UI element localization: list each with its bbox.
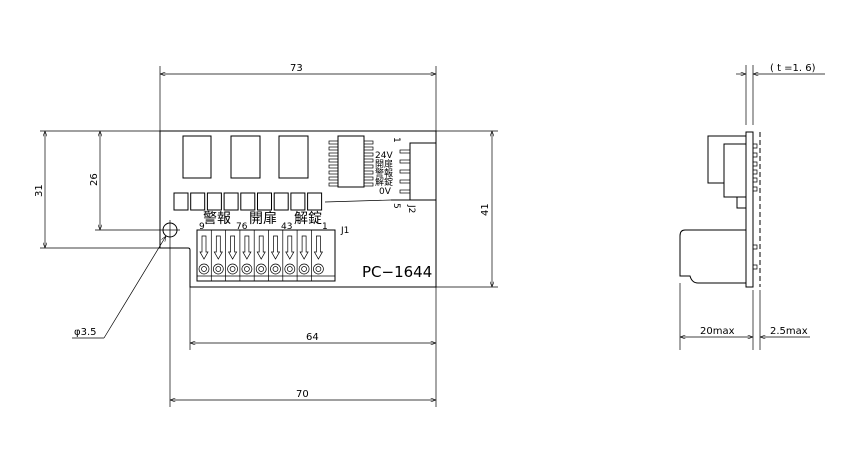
solder-pin (753, 152, 758, 158)
terminal-lever (199, 235, 209, 260)
solder-pin (753, 143, 758, 149)
connector-j2 (324, 142, 437, 203)
solder-pin (753, 161, 758, 167)
terminal-label-door-open: 開扉 (249, 211, 277, 227)
connector-pin-label: 解錠 (375, 176, 393, 188)
dimension-70: 70 (169, 240, 436, 407)
led-square (257, 192, 272, 211)
led-square (206, 192, 222, 211)
solder-pin (753, 169, 758, 175)
svg-text:20max: 20max (700, 326, 735, 337)
connector-pin-label: 開扉 (375, 158, 393, 170)
pin-5-label: 5 (391, 203, 401, 209)
terminal-number: 1 (322, 222, 328, 232)
led-square (273, 192, 289, 211)
terminal-screw (212, 263, 224, 275)
terminal-screw (313, 263, 324, 275)
terminal-lever (313, 235, 324, 260)
dimension-73: 73 (159, 63, 437, 131)
connector-pin-label: 24V (375, 151, 393, 161)
board-outline (159, 130, 437, 288)
relay (278, 135, 309, 179)
svg-text:64: 64 (306, 332, 319, 343)
led-square (223, 192, 239, 211)
terminal-lever (213, 235, 223, 260)
connector-housing (707, 135, 746, 184)
pin-1-label: 1 (391, 137, 401, 143)
connector-inner (723, 143, 747, 198)
terminal-number: 9 (199, 222, 205, 232)
svg-text:31: 31 (34, 184, 45, 197)
side-view: ( t =1. 6) 20max 2.5max (679, 63, 825, 350)
solder-pin (753, 177, 758, 183)
terminal-label-unlock: 解錠 (294, 211, 322, 227)
terminal-lever (299, 235, 309, 260)
j2-label: J2 (406, 204, 416, 213)
ic-chip (328, 135, 374, 188)
relay (230, 135, 261, 179)
terminal-lever (227, 235, 238, 260)
dimension-20max: 20max (679, 283, 761, 350)
connector-pin-label: 警報 (375, 167, 393, 179)
terminal-number: 76 (236, 222, 248, 232)
dimension-2.5max: 2.5max (760, 326, 810, 337)
led-square (173, 192, 189, 211)
connector-pin-label: 0V (379, 187, 392, 197)
terminal-screw (255, 263, 267, 275)
terminal-label-alarm: 警報 (203, 211, 231, 227)
svg-text:26: 26 (89, 173, 100, 186)
led-square (290, 192, 306, 211)
dimension-31: 31 (34, 130, 160, 249)
terminal-screw (241, 263, 253, 275)
svg-text:2.5max: 2.5max (770, 326, 808, 337)
svg-text:φ3.5: φ3.5 (74, 327, 97, 338)
j1-label: J1 (340, 226, 349, 236)
solder-pin (753, 244, 758, 250)
terminal-screw (270, 263, 281, 275)
dimension-41: 41 (436, 130, 498, 288)
led-square (307, 192, 323, 211)
svg-text:70: 70 (296, 389, 309, 400)
terminal-lever (242, 235, 252, 260)
dimension-26: 26 (89, 130, 160, 231)
relay-side (679, 229, 746, 284)
board-edge (745, 131, 754, 288)
front-view: 24V 開扉 警報 解錠 0V 1 5 J2 警報 開扉 解錠 9 76 43 … (34, 63, 498, 407)
dimension-thickness: ( t =1. 6) (736, 63, 825, 125)
dimension-hole-diameter: φ3.5 (72, 236, 166, 339)
relay (182, 135, 212, 179)
mounting-hole (160, 220, 180, 240)
terminal-screw (284, 263, 296, 275)
terminal-lever (256, 235, 266, 260)
solder-pin (753, 186, 758, 192)
terminal-screw (227, 263, 238, 275)
led-square (240, 192, 256, 211)
board-name: PC−1644 (362, 263, 432, 281)
svg-text:( t =1. 6): ( t =1. 6) (770, 63, 816, 74)
terminal-block-j1 (196, 229, 336, 282)
terminal-screw (198, 263, 210, 275)
led-square (190, 192, 206, 211)
led-row (173, 192, 323, 211)
svg-text:41: 41 (480, 203, 491, 216)
terminal-number: 43 (281, 222, 292, 232)
terminal-screw (298, 263, 310, 275)
terminal-lever (285, 235, 295, 260)
dimension-64: 64 (189, 287, 437, 407)
solder-pin (753, 264, 758, 270)
terminal-lever (270, 235, 281, 260)
svg-text:73: 73 (290, 63, 303, 74)
